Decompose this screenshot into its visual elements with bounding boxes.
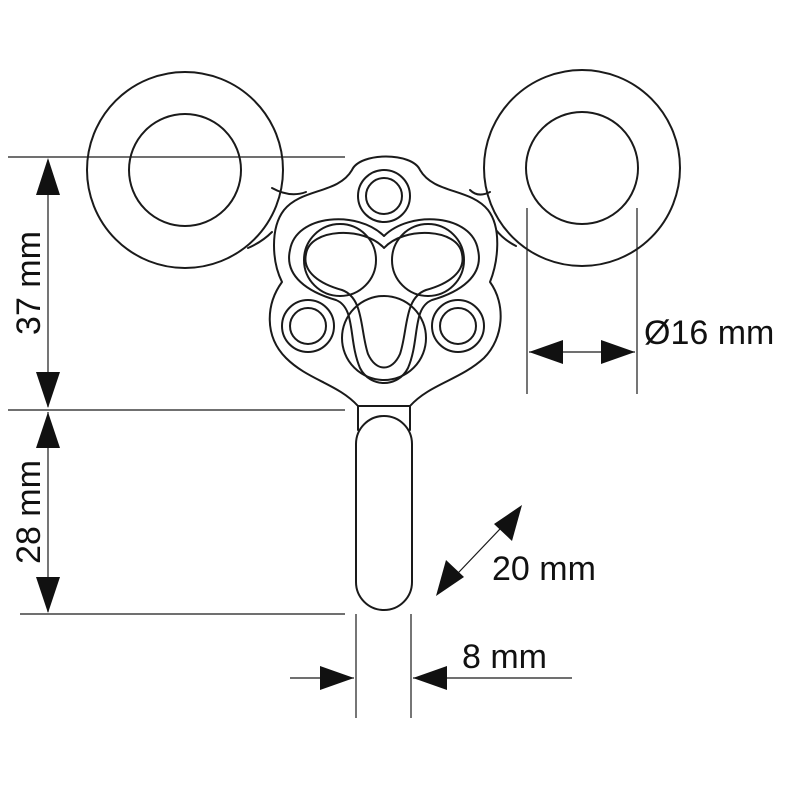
labels: 37 mm 28 mm Ø16 mm 20 mm 8 mm <box>10 231 774 676</box>
right-ear-hole <box>525 111 639 225</box>
arrow-hole-right <box>601 340 635 364</box>
label-height-bottom: 28 mm <box>10 460 48 564</box>
dimensions <box>8 156 638 718</box>
arrow-37-bottom <box>36 372 60 408</box>
small-hole-top-inner <box>365 177 403 215</box>
left-ear-connector-bottom <box>247 231 273 249</box>
arrow-hole-left <box>529 340 563 364</box>
right-ear-outer <box>483 69 681 267</box>
arrow-37-top <box>36 158 60 195</box>
label-bar-width: 8 mm <box>462 638 547 676</box>
small-hole-right-inner <box>439 307 477 345</box>
small-hole-top-outer <box>357 169 411 223</box>
left-ear-connector-top <box>271 187 307 196</box>
arrow-bar-left <box>320 666 354 690</box>
right-ear-connector-top <box>469 189 491 196</box>
left-ear-hole <box>128 113 242 227</box>
arrow-28-top <box>36 412 60 448</box>
inner-cavity-outer <box>288 218 480 384</box>
inner-cavity-inner <box>304 231 464 369</box>
label-height-top: 37 mm <box>10 231 48 335</box>
arrow-thickness-upper <box>494 505 522 541</box>
arrow-bar-right <box>413 666 447 690</box>
device <box>86 69 681 611</box>
label-hole-diameter: Ø16 mm <box>644 314 774 352</box>
left-ear-outer <box>86 71 284 269</box>
small-hole-right-outer <box>431 299 485 353</box>
stem-bar <box>355 415 413 611</box>
label-thickness: 20 mm <box>492 550 596 588</box>
lobe-hole-bottom <box>341 295 427 381</box>
central-body <box>268 155 502 407</box>
arrow-thickness-lower <box>436 560 464 596</box>
small-hole-left-outer <box>281 299 335 353</box>
small-hole-left-inner <box>289 307 327 345</box>
lobe-hole-right <box>391 223 465 297</box>
lobe-hole-left <box>303 223 377 297</box>
arrow-28-bottom <box>36 577 60 613</box>
